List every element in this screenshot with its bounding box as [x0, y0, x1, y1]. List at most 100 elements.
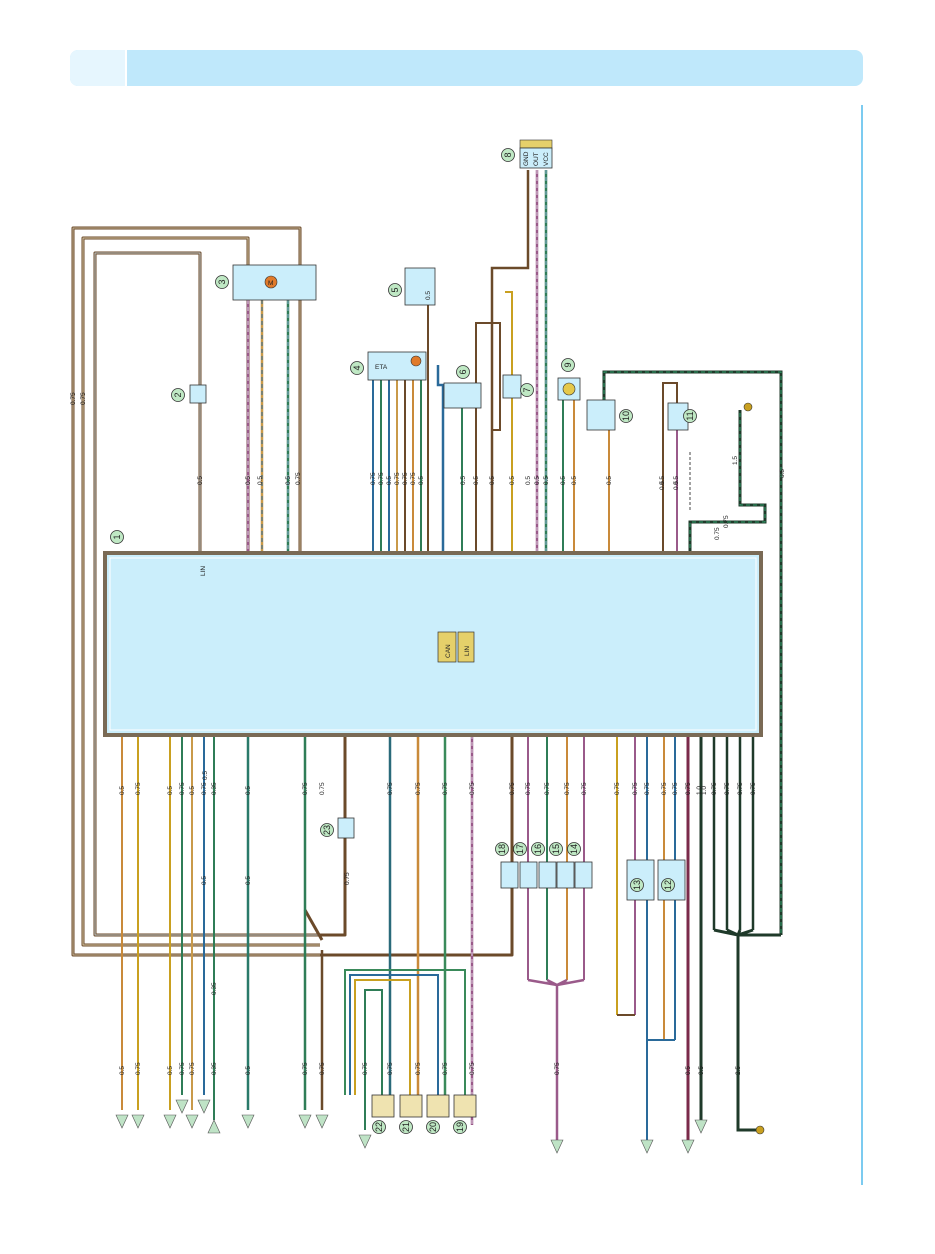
wire-size-misc-11: 0.5	[202, 771, 209, 780]
badge-10: 10	[619, 409, 633, 423]
can-icon: CAN	[437, 631, 457, 663]
wire-size-end-13: 0.75	[469, 1062, 476, 1075]
badge-23: 23	[320, 823, 334, 837]
svg-text:21: 21	[401, 1122, 411, 1132]
wire-size-bottom-17: 0.75	[564, 782, 571, 795]
upper-wires	[246, 170, 783, 935]
wire-size-top-2: 0.5	[245, 476, 252, 485]
wire-size-bottom-22: 0.75	[661, 782, 668, 795]
wire-size-end-11: 0.75	[415, 1062, 422, 1075]
svg-text:5: 5	[390, 287, 400, 292]
component-5-switch	[404, 267, 436, 306]
wire-size-end-6: 0.5	[245, 1066, 252, 1075]
wire-size-bottom-8: 0.75	[302, 782, 309, 795]
badge-6: 6	[456, 365, 470, 379]
wire-size-bottom-11: 0.75	[415, 782, 422, 795]
svg-text:17: 17	[515, 844, 525, 854]
ecu-lin-pin-label: LIN	[200, 566, 207, 576]
wire-size-misc-10: 0.5	[673, 481, 680, 490]
wire-size-top-25: 0.75	[80, 392, 87, 405]
wire-size-top-23: 0.5	[659, 476, 666, 485]
badge-22: 22	[372, 1120, 386, 1134]
component-7-sensor	[502, 374, 522, 399]
svg-text:M: M	[268, 280, 273, 287]
wire-size-bottom-30: 0.75	[685, 782, 692, 795]
svg-text:13: 13	[632, 880, 642, 890]
terminal-arrows	[115, 1099, 708, 1154]
pin-out: OUT	[533, 152, 540, 166]
wire-size-bottom-29: 0.75	[672, 782, 679, 795]
badge-13: 13	[630, 878, 644, 892]
badge-16: 16	[531, 842, 545, 856]
wire-size-top-20: 0.5	[560, 476, 567, 485]
can-label: CAN	[445, 644, 452, 658]
badge-1: 1	[110, 530, 124, 544]
lower-wires	[121, 735, 781, 1140]
wire-size-misc-4: 0.75	[344, 872, 351, 885]
wire-size-top-5: 0.75	[295, 472, 302, 485]
wire-size-end-4: 0.75	[189, 1062, 196, 1075]
page-side-rule	[861, 105, 863, 1185]
wire-size-misc-1: 0.35	[211, 982, 218, 995]
svg-text:1: 1	[112, 534, 122, 539]
badge-15: 15	[549, 842, 563, 856]
motor-icon: M	[268, 280, 273, 287]
component-8-sensor: GND OUT VCC	[519, 139, 553, 169]
wire-size-end-9: 0.75	[362, 1062, 369, 1075]
wire-size-top-22: 0.5	[606, 476, 613, 485]
wire-size-bottom-24: 0.75	[711, 782, 718, 795]
ground-icon	[755, 1125, 765, 1135]
wire-size-top-3: 0.5	[257, 476, 264, 485]
wire-size-end-17: 2.5	[735, 1066, 742, 1075]
wire-size-misc-6: 0.5	[779, 469, 786, 478]
wire-size-bottom-7: 0.5	[245, 786, 252, 795]
header-tab	[70, 50, 127, 86]
wire-size-misc-8: 0.75	[714, 527, 721, 540]
badge-9: 9	[561, 358, 575, 372]
wire-size-bottom-10: 0.75	[387, 782, 394, 795]
header-bar	[70, 50, 863, 86]
wire-size-top-11: 0.75	[410, 472, 417, 485]
pin-gnd: GND	[523, 151, 530, 166]
wire-size-end-8: 0.75	[319, 1062, 326, 1075]
badge-3: 3	[215, 275, 229, 289]
component-23-sensor	[337, 817, 355, 839]
wire-size-top-18: 0.5	[534, 476, 541, 485]
wire-size-bottom-9: 0.75	[319, 782, 326, 795]
wire-size-end-10: 0.75	[387, 1062, 394, 1075]
wire-size-bottom-19: 0.75	[614, 782, 621, 795]
svg-text:6: 6	[458, 369, 468, 374]
svg-text:8: 8	[503, 152, 513, 157]
wire-size-bottom-27: 0.75	[750, 782, 757, 795]
badge-12: 12	[661, 878, 675, 892]
wire-size-bottom-15: 0.75	[525, 782, 532, 795]
wire-size-end-0: 0.5	[119, 1066, 126, 1075]
badge-2: 2	[171, 388, 185, 402]
wire-size-top-10: 0.75	[402, 472, 409, 485]
wire-size-end-5: 0.35	[211, 1062, 218, 1075]
wire-size-bottom-6: 0.35	[211, 782, 218, 795]
wire-size-end-14: 0.75	[554, 1062, 561, 1075]
connectors-19-22	[371, 1094, 477, 1118]
wire-size-top-16: 0.5	[509, 476, 516, 485]
svg-text:4: 4	[352, 365, 362, 370]
component-3-motor: M	[232, 264, 317, 301]
component-6-sensor	[443, 382, 482, 409]
badge-4: 4	[350, 361, 364, 375]
ecu-block: CAN LIN LIN	[103, 551, 763, 737]
badge-7: 7	[520, 383, 534, 397]
wire-size-bottom-3: 0.75	[179, 782, 186, 795]
wire-size-bottom-5: 0.75	[201, 782, 208, 795]
wire-size-top-15: 0.5	[489, 476, 496, 485]
wire-size-labels: 0.75 0.5 0.5 0.5 0.5 0.75 0.75 0.75 0.5 0.75 0.75 0…	[70, 291, 786, 1075]
wire-size-top-14: 0.5	[473, 476, 480, 485]
svg-text:2: 2	[173, 392, 183, 397]
svg-text:9: 9	[563, 362, 573, 367]
component-9-sensor	[557, 377, 581, 401]
badge-19: 19	[453, 1120, 467, 1134]
wire-size-end-3: 0.75	[179, 1062, 186, 1075]
eta-label: ETA	[375, 364, 388, 371]
component-2-sensor	[189, 384, 207, 404]
